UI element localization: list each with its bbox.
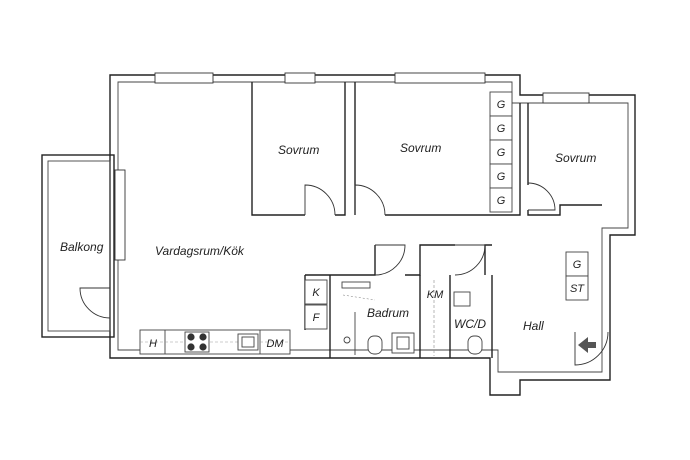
wardrobe-g-4: G (497, 171, 506, 183)
dishwasher-dm: DM (266, 338, 284, 350)
room-label-hall: Hall (523, 319, 544, 333)
wardrobes (489, 91, 513, 213)
kitchen-counter (139, 329, 291, 355)
washer-km: KM (427, 289, 444, 301)
fridge-freezer (304, 279, 328, 330)
room-label-sovrum-1: Sovrum (278, 143, 319, 157)
bathroom-fixtures (341, 280, 483, 356)
fridge-k: K (312, 287, 320, 299)
freezer-f: F (313, 312, 321, 324)
room-label-balkong: Balkong (60, 240, 104, 254)
room-label-sovrum-2: Sovrum (400, 141, 441, 155)
wardrobe-g-3: G (497, 147, 506, 159)
wardrobe-g-2: G (497, 123, 506, 135)
doors (79, 182, 609, 366)
room-label-wc: WC/D (454, 317, 486, 331)
hob-h: H (149, 338, 157, 350)
balcony (41, 154, 115, 338)
hall-storage (565, 251, 589, 301)
room-label-vardagsrum: Vardagsrum/Kök (155, 244, 245, 258)
wardrobe-g-1: G (497, 99, 506, 111)
hall-wardrobe-g: G (573, 259, 582, 271)
hall-storage-st: ST (570, 283, 585, 295)
room-label-badrum: Badrum (367, 306, 409, 320)
room-label-sovrum-3: Sovrum (555, 151, 596, 165)
interior-walls (251, 82, 602, 358)
entrance-arrow-icon (578, 337, 596, 353)
wardrobe-g-5: G (497, 195, 506, 207)
windows (114, 72, 590, 261)
